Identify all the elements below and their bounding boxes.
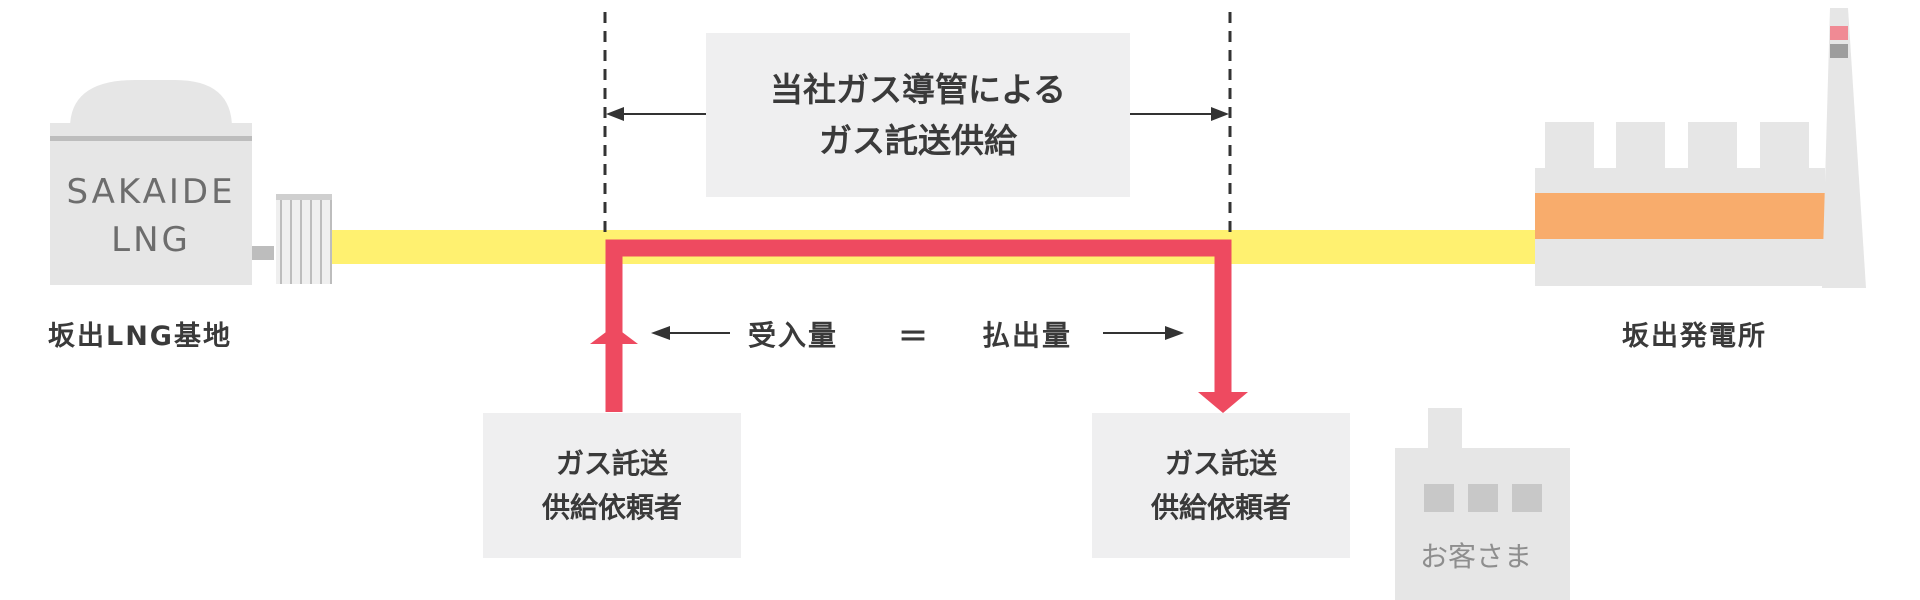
flow-arrow-up [590,326,638,344]
receive-label: 受入量 [748,319,839,352]
title-line-1: 当社ガス導管による [769,69,1066,109]
customer-building-icon [1395,408,1570,600]
receive-arrow [651,326,730,340]
flow-arrow-down [1198,392,1248,413]
lng-tank-line-2: LNG [111,220,191,260]
power-plant-label: 坂出発電所 [1622,321,1767,352]
lng-base-label: 坂出LNG基地 [48,321,232,352]
requester-box-right: ガス託送 供給依頼者 [1092,413,1350,558]
power-plant-icon [1535,8,1866,288]
section-arrow-right [1130,107,1229,121]
section-arrow-left [606,107,708,121]
title-line-2: ガス託送供給 [819,121,1017,160]
equals-sign: ＝ [898,320,928,355]
requester-right-line-1: ガス託送 [1164,447,1277,481]
lng-tank-line-1: SAKAIDE [66,172,236,212]
lng-tank-name: SAKAIDE LNG [50,168,252,264]
dispatch-arrow [1103,326,1184,340]
dispatch-label: 払出量 [982,319,1073,352]
requester-left-line-2: 供給依頼者 [541,490,682,524]
customer-label: お客さま [1420,540,1533,573]
requester-box-left: ガス託送 供給依頼者 [483,413,741,558]
lng-tank-icon [50,80,332,285]
requester-right-line-2: 供給依頼者 [1150,490,1291,524]
gas-transport-title-box: 当社ガス導管による ガス託送供給 [706,33,1130,197]
requester-left-line-1: ガス託送 [555,447,668,481]
